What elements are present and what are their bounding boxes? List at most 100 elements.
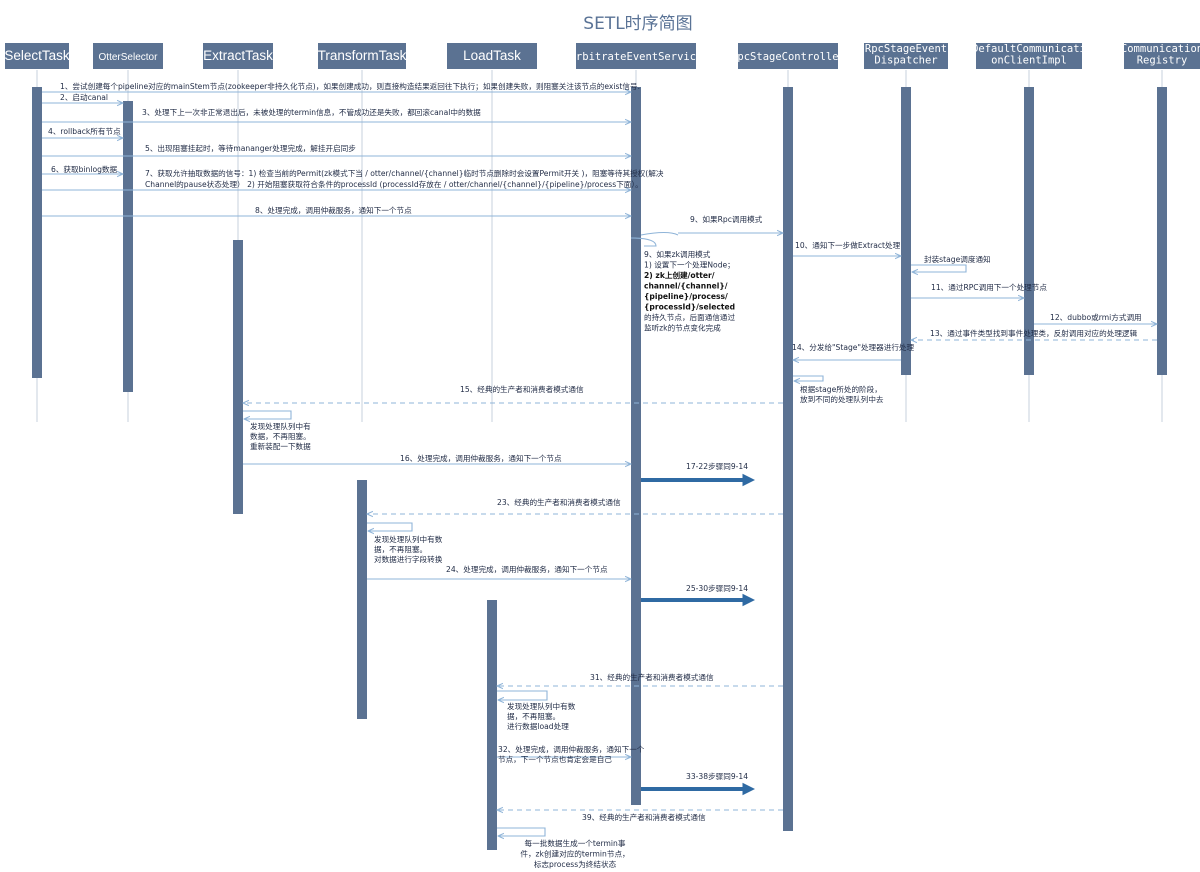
message-line: 1、尝试创建每个pipeline对应的mainStem节点(zookeeper非… bbox=[60, 81, 640, 91]
self-arrow-m31b bbox=[497, 690, 548, 700]
message-line: 32、处理完成，调用仲裁服务，通知下一个 bbox=[498, 744, 645, 754]
message-line: 25-30步骤同9-14 bbox=[686, 584, 748, 593]
message-line: 据，不再阻塞。 bbox=[507, 711, 560, 721]
message-line: 33-38步骤同9-14 bbox=[686, 772, 748, 781]
message-label-m2: 2、启动canal bbox=[60, 92, 108, 102]
message-label-m3: 3、处理下上一次非正常退出后，未被处理的termin信息，不管成功还是失败，都回… bbox=[142, 107, 481, 117]
message-line: 3、处理下上一次非正常退出后，未被处理的termin信息，不管成功还是失败，都回… bbox=[142, 107, 481, 117]
message-line: 放到不同的处理队列中去 bbox=[800, 394, 884, 404]
participant-rpcstage[interactable]: RpcStageController bbox=[731, 43, 845, 69]
participant-label: SelectTask bbox=[4, 48, 70, 63]
message-line: 23、经典的生产者和消费者模式通信 bbox=[497, 497, 621, 507]
message-line: {pipeline}/process/ bbox=[644, 292, 728, 301]
participant-label: OtterSelector bbox=[99, 52, 159, 63]
message-label-m17: 17-22步骤同9-14 bbox=[686, 462, 748, 471]
message-label-m9a: 9、如果Rpc调用模式 bbox=[690, 214, 763, 224]
message-line: 16、处理完成，调用仲裁服务，通知下一个节点 bbox=[400, 453, 562, 463]
activation-bar-load bbox=[487, 600, 497, 850]
message-line: 9、如果Rpc调用模式 bbox=[690, 214, 763, 224]
participant-select[interactable]: SelectTask bbox=[4, 43, 70, 69]
message-line: 7、获取允许抽取数据的信号：1) 检查当前的Permit(zk模式下当 / ot… bbox=[145, 168, 664, 178]
self-arrow-m10b bbox=[911, 264, 967, 272]
message-line: 5、出现阻塞挂起时，等待mananger处理完成，解挂开启同步 bbox=[145, 143, 356, 153]
message-line: 1) 设置下一个处理Node； bbox=[644, 260, 735, 270]
participant-arbitrate[interactable]: ArbitrateEventService bbox=[570, 43, 703, 69]
activation-bar-dispatcher bbox=[901, 87, 911, 375]
message-line: 封装stage调度通知 bbox=[924, 254, 991, 264]
participant-label: TransformTask bbox=[318, 48, 407, 63]
activation-bar-defcomm bbox=[1024, 87, 1034, 375]
message-label-m5: 5、出现阻塞挂起时，等待mananger处理完成，解挂开启同步 bbox=[145, 143, 356, 153]
message-line: 监听zk的节点变化完成 bbox=[644, 323, 721, 333]
message-arrow-m9a-curve bbox=[640, 231, 679, 236]
participant-otter[interactable]: OtterSelector bbox=[93, 43, 163, 69]
message-line: Channel的pause状态处理） 2) 开始阻塞获取符合条件的process… bbox=[145, 179, 643, 189]
participant-label: ExtractTask bbox=[203, 48, 273, 63]
activation-bar-registry bbox=[1157, 87, 1167, 375]
self-arrow-m15b bbox=[243, 410, 292, 419]
activation-bar-transform bbox=[357, 480, 367, 719]
participant-transform[interactable]: TransformTask bbox=[318, 43, 407, 69]
message-line: 17-22步骤同9-14 bbox=[686, 462, 748, 471]
message-line: 的持久节点，后面通信通过 bbox=[644, 312, 736, 322]
message-label-m14: 14、分发给"Stage"处理器进行处理 bbox=[792, 342, 915, 352]
message-line: 数据，不再阻塞。 bbox=[250, 431, 311, 441]
message-label-m13: 13、通过事件类型找到事件处理类，反射调用对应的处理逻辑 bbox=[930, 328, 1138, 338]
message-line: 14、分发给"Stage"处理器进行处理 bbox=[792, 342, 915, 352]
self-arrow-m23b bbox=[367, 522, 413, 531]
message-line: 标志process为终结状态 bbox=[534, 859, 617, 869]
message-line: 12、dubbo或rmi方式调用 bbox=[1050, 312, 1142, 322]
message-label-m33: 33-38步骤同9-14 bbox=[686, 772, 748, 781]
participant-box bbox=[447, 43, 537, 69]
message-line: 发现处理队列中有 bbox=[250, 421, 311, 431]
message-line: 进行数据load处理 bbox=[507, 721, 569, 731]
participant-box bbox=[318, 43, 406, 69]
self-arrow-m14b bbox=[793, 375, 824, 381]
message-line: channel/{channel}/ bbox=[644, 282, 728, 291]
message-line: 根据stage所处的阶段， bbox=[800, 384, 882, 394]
participant-label: Registry bbox=[1137, 55, 1188, 67]
participant-box bbox=[5, 43, 69, 69]
message-label-m8: 8、处理完成，调用仲裁服务，通知下一个节点 bbox=[255, 205, 412, 215]
message-line: 8、处理完成，调用仲裁服务，通知下一个节点 bbox=[255, 205, 412, 215]
participant-label: onClientImpl bbox=[991, 55, 1067, 67]
self-arrow-m39b bbox=[497, 827, 546, 836]
message-line: 对数据进行字段转换 bbox=[374, 554, 443, 564]
activation-bar-arbitrate bbox=[631, 87, 641, 805]
message-line: 9、如果zk调用模式 bbox=[644, 249, 711, 259]
message-line: 13、通过事件类型找到事件处理类，反射调用对应的处理逻辑 bbox=[930, 328, 1138, 338]
message-line: 24、处理完成，调用仲裁服务，通知下一个节点 bbox=[446, 564, 608, 574]
message-line: 节点，下一个节点也肯定会是自己 bbox=[498, 754, 612, 764]
message-label-m10: 10、通知下一步做Extract处理 bbox=[795, 240, 901, 250]
message-label-m16: 16、处理完成，调用仲裁服务，通知下一个节点 bbox=[400, 453, 562, 463]
participant-load[interactable]: LoadTask bbox=[447, 43, 537, 69]
message-line: 每一批数据生成一个termin事 bbox=[525, 838, 626, 848]
message-label-m32: 32、处理完成，调用仲裁服务，通知下一个节点，下一个节点也肯定会是自己 bbox=[498, 744, 645, 764]
message-label-m6: 6、获取binlog数据 bbox=[51, 164, 118, 174]
message-line: 发现处理队列中有数 bbox=[507, 701, 576, 711]
participant-box bbox=[93, 43, 163, 69]
participant-label: RpcStageController bbox=[731, 51, 845, 63]
message-line: 10、通知下一步做Extract处理 bbox=[795, 240, 901, 250]
participant-box bbox=[1124, 43, 1200, 69]
message-line: 发现处理队列中有数 bbox=[374, 534, 443, 544]
self-arrow-m9b bbox=[630, 237, 657, 247]
message-line: 39、经典的生产者和消费者模式通信 bbox=[582, 812, 706, 822]
participant-label: LoadTask bbox=[463, 48, 521, 63]
participant-label: Communication bbox=[1121, 43, 1200, 55]
message-line: 4、rollback所有节点 bbox=[48, 126, 121, 136]
participant-extract[interactable]: ExtractTask bbox=[203, 43, 273, 69]
message-line: 6、获取binlog数据 bbox=[51, 164, 118, 174]
participant-box bbox=[738, 43, 838, 69]
message-line: {processId}/selected bbox=[644, 303, 735, 312]
message-line: 件，zk创建对应的termin节点， bbox=[520, 849, 629, 859]
message-label-m11: 11、通过RPC调用下一个处理节点 bbox=[931, 282, 1047, 292]
activation-bar-select bbox=[32, 87, 42, 378]
message-label-m1: 1、尝试创建每个pipeline对应的mainStem节点(zookeeper非… bbox=[60, 81, 640, 91]
